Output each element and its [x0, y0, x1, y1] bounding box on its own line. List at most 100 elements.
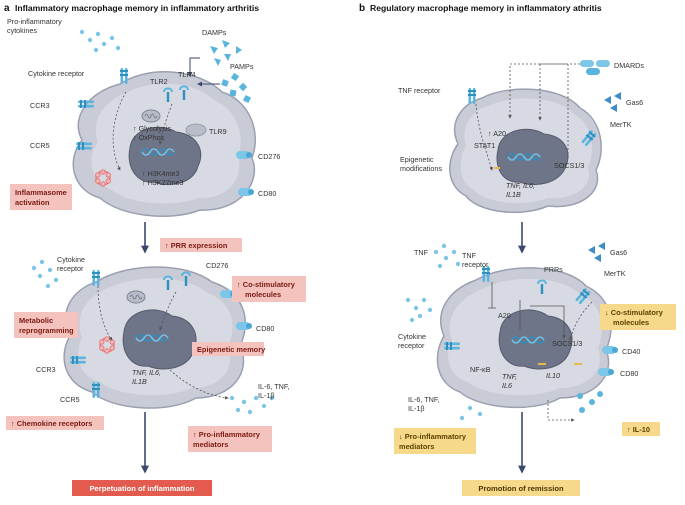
label-socs: SOCS1/3 [554, 161, 584, 170]
label-a20: ↑ A20 [488, 129, 506, 138]
panel-b-bottom-cell: TNF TNF receptor PRRs Gas6 MerTK A20 Cyt… [394, 242, 676, 454]
prr-expression-box: ↑ PRR expression [160, 238, 242, 252]
svg-text:Inflammasome: Inflammasome [15, 188, 67, 197]
label-il6: IL6 [502, 381, 512, 390]
svg-text:↑ PRR expression: ↑ PRR expression [165, 241, 228, 250]
svg-text:Perpetuation of inflammation: Perpetuation of inflammation [89, 484, 194, 493]
label-gas6: Gas6 [626, 98, 643, 107]
label-nfkb: NF-κB [470, 365, 491, 374]
label-genes-2: IL1B [132, 377, 147, 386]
svg-text:molecules: molecules [613, 318, 649, 327]
label-tnf-il6: TNF, [502, 372, 517, 381]
label-cd40: CD40 [622, 347, 640, 356]
label-tnf-receptor-1: TNF [462, 251, 477, 260]
svg-text:activation: activation [15, 198, 50, 207]
label-cytokine-receptor-1: Cytokine [398, 332, 426, 341]
label-ccr3: CCR3 [30, 101, 50, 110]
svg-text:reprogramming: reprogramming [19, 326, 74, 335]
label-genes: TNF, IL6, [132, 368, 161, 377]
label-prrs: PRRs [544, 265, 563, 274]
cytokine-particles [79, 29, 121, 53]
label-genes: TNF, IL6, [506, 181, 535, 190]
damps-particles [210, 40, 242, 66]
cd80-icon [236, 322, 252, 330]
label-tnf: TNF [414, 248, 429, 257]
label-cd80: CD80 [620, 369, 638, 378]
label-cd80: CD80 [258, 189, 276, 198]
label-cd276: CD276 [206, 261, 228, 270]
label-epigenetic-2: modifications [400, 164, 442, 173]
svg-text:↑ Chemokine receptors: ↑ Chemokine receptors [11, 419, 92, 428]
panel-a-top-cell: Pro-inflammatory cytokines DAMPs PAMPs C… [7, 17, 280, 217]
pamps-particles [221, 72, 251, 103]
label-cytokine-receptor: Cytokine receptor [28, 69, 85, 78]
label-glycolysis: ↑ Glycolysis [133, 124, 171, 133]
label-ccr3: CCR3 [36, 365, 56, 374]
label-tlr2: TLR2 [150, 77, 168, 86]
panel-a: a Inflammatory macrophage memory in infl… [4, 3, 306, 496]
label-cd276: CD276 [258, 152, 280, 161]
label-pro-inflammatory-cytokines-2: cytokines [7, 26, 37, 35]
panel-b-top-cell: DMARDs TNF receptor Gas6 MerTK ↑ A20 STA… [398, 60, 644, 214]
svg-text:↑ Co-stimulatory: ↑ Co-stimulatory [237, 280, 296, 289]
pro-inflammatory-down-box: ↓ Pro-inflammatory mediators [394, 428, 476, 454]
panel-a-title: Inflammatory macrophage memory in inflam… [15, 3, 259, 13]
co-stimulatory-down-box: ↓ Co-stimulatory molecules [600, 304, 676, 330]
panel-b-title: Regulatory macrophage memory in inflamma… [370, 3, 602, 13]
label-cytokines-out-2: IL-1β [408, 404, 425, 413]
panel-b: b Regulatory macrophage memory in inflam… [359, 3, 676, 496]
label-mertk: MerTK [610, 120, 632, 129]
label-cytokines-out-1: IL-6, TNF, [408, 395, 439, 404]
label-epigenetic-1: Epigenetic [400, 155, 434, 164]
label-tnf-receptor: TNF receptor [398, 86, 441, 95]
secreted-cytokines [229, 395, 275, 415]
label-ccr5: CCR5 [60, 395, 80, 404]
co-stimulatory-box: ↑ Co-stimulatory molecules [232, 276, 306, 302]
svg-text:mediators: mediators [399, 442, 434, 451]
label-pro-inflammatory-cytokines-1: Pro-inflammatory [7, 17, 62, 26]
label-socs: SOCS1/3 [552, 339, 582, 348]
svg-text:↓ Pro-inflammatory: ↓ Pro-inflammatory [399, 432, 467, 441]
metabolic-reprogramming-box: Metabolic reprogramming [14, 312, 78, 338]
il10-up-box: ↑ IL-10 [622, 422, 660, 436]
gas6-particles [604, 92, 621, 112]
label-genes-2: IL1B [506, 190, 521, 199]
label-cytokine-receptor: Cytokine [57, 255, 85, 264]
cd40-icon [602, 346, 618, 354]
panel-b-letter: b [359, 3, 365, 14]
label-a20: A20 [498, 311, 511, 320]
label-cytokine-receptor-2: receptor [398, 341, 425, 350]
svg-text:mediators: mediators [193, 440, 228, 449]
epigenetic-memory-box: Epigenetic memory [192, 342, 266, 356]
il10-particles [577, 391, 603, 413]
secreted-cytokines [459, 405, 483, 421]
label-ccr5: CCR5 [30, 141, 50, 150]
label-tlr4: TLR4 [178, 70, 196, 79]
cd80-icon [238, 188, 254, 196]
cd276-icon [236, 151, 252, 159]
label-h3k27me3: ↑ H3K27me3 [142, 178, 184, 187]
inflammasome-activation-box: Inflammasome activation [10, 184, 72, 210]
label-cytokines-out-2: IL-1β [258, 391, 275, 400]
svg-text:↑ IL-10: ↑ IL-10 [627, 425, 650, 434]
label-tnf-receptor-2: receptor [462, 260, 489, 269]
dmards-capsules [580, 60, 610, 75]
chemokine-receptors-box: ↑ Chemokine receptors [6, 416, 104, 430]
label-stat1: STAT1 [474, 141, 495, 150]
label-cytokines-out: IL-6, TNF, [258, 382, 289, 391]
label-mertk: MerTK [604, 269, 626, 278]
label-damps: DAMPs [202, 28, 227, 37]
tnf-particles [433, 243, 461, 269]
svg-text:Metabolic: Metabolic [19, 316, 53, 325]
outcome-remission: Promotion of remission [462, 480, 580, 496]
cytokine-particles [405, 297, 433, 323]
label-gas6: Gas6 [610, 248, 627, 257]
label-dmards: DMARDs [614, 61, 644, 70]
outcome-perpetuation: Perpetuation of inflammation [72, 480, 212, 496]
cd80-icon [598, 368, 614, 376]
pro-inflammatory-mediators-box: ↑ Pro-inflammatory mediators [188, 426, 272, 452]
cytokine-particles [31, 259, 59, 289]
label-h3k4me3: ↑ H3K4me3 [142, 169, 180, 178]
label-pamps: PAMPs [230, 62, 254, 71]
